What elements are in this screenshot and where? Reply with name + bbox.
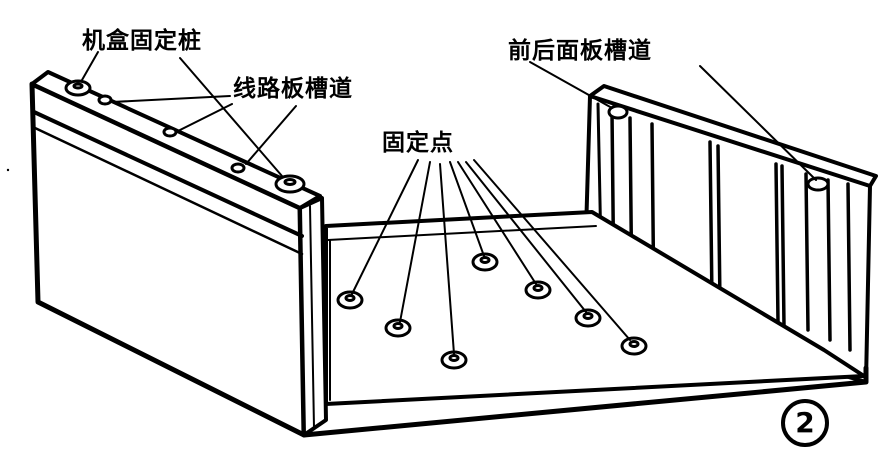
right-wall-post-front — [607, 104, 629, 120]
figure-number: 2 — [795, 406, 815, 439]
figure-number-circle — [781, 399, 829, 447]
base-back-lip-inner — [327, 225, 597, 241]
fixing-point-bosses — [336, 252, 648, 370]
left-wall-rib-lower — [33, 126, 304, 256]
right-wall-post-back — [806, 176, 830, 192]
circuit-board-slot-notches — [97, 94, 246, 174]
base-front-lip-inner — [324, 374, 866, 406]
label-case-fixing-post: 机盒固定桩 — [82, 28, 202, 54]
left-wall-end-face — [298, 196, 328, 437]
left-wall-rib-upper — [32, 110, 304, 238]
label-front-back-panel-slot: 前后面板槽道 — [508, 38, 652, 64]
base-back-lip — [324, 210, 594, 228]
base-front-lip-outer — [301, 365, 869, 438]
left-wall-top-edge — [30, 70, 322, 210]
label-fixing-points: 固定点 — [382, 130, 454, 156]
leader-lines — [81, 51, 817, 355]
right-wall-slot-ribs — [610, 110, 852, 352]
left-wall-inner-rib — [309, 205, 315, 429]
label-circuit-board-slot: 线路板槽道 — [233, 76, 353, 102]
right-wall-top-edge — [588, 84, 878, 188]
case-fixing-posts — [64, 79, 306, 194]
